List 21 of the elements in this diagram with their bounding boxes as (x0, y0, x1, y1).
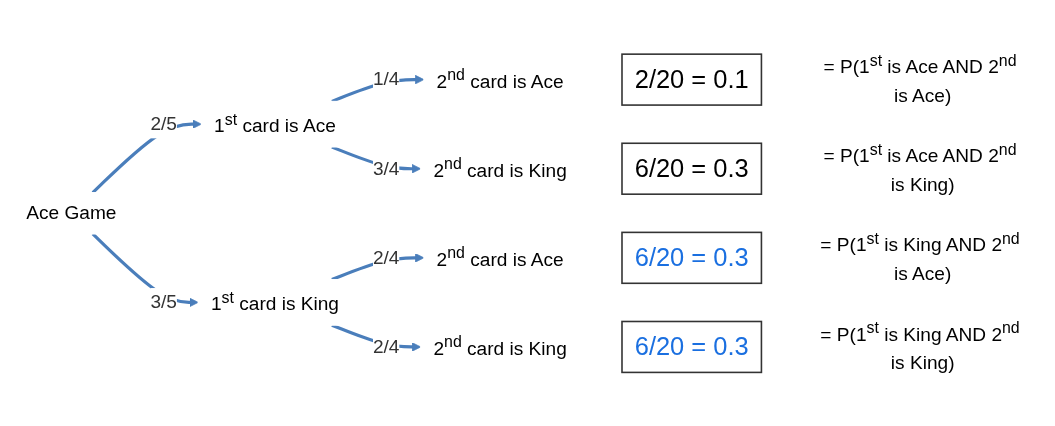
edge-label: 3/5 (150, 290, 177, 313)
edge-label: 1/4 (372, 68, 400, 90)
node-text: 2$^{nd}$ card is Ace (436, 65, 564, 92)
node-box: 6/20 = 0.3 (621, 142, 763, 195)
node-text: 2$^{nd}$ card is King (433, 332, 567, 359)
edge-label: 3/4 (372, 157, 400, 179)
node-box: 6/20 = 0.3 (621, 320, 763, 373)
edge-label: 2/4 (372, 335, 400, 357)
edge-label: 2/5 (150, 112, 177, 134)
node-text: 2$^{nd}$ card is King (433, 154, 567, 181)
edge-label: 2/4 (372, 246, 400, 268)
node-label: = P(1$^{st}$ is King AND 2$^{nd}$ is Ace) (820, 228, 1020, 285)
node-label: = P(1$^{st}$ is Ace AND 2$^{nd}$ is King) (823, 139, 1017, 195)
node-box: 6/20 = 0.3 (621, 231, 763, 284)
node-label: = P(1$^{st}$ is Ace AND 2$^{nd}$ is Ace) (823, 50, 1017, 106)
node-text: 1$^{st}$ card is King (210, 287, 339, 315)
node-label: = P(1$^{st}$ is King AND 2$^{nd}$ is King) (820, 318, 1020, 374)
node-text: 1$^{st}$ card is Ace (214, 109, 336, 137)
node-box: 2/20 = 0.1 (621, 53, 763, 106)
node-text: Ace Game (26, 201, 117, 224)
node-text: 2$^{nd}$ card is Ace (436, 243, 564, 270)
